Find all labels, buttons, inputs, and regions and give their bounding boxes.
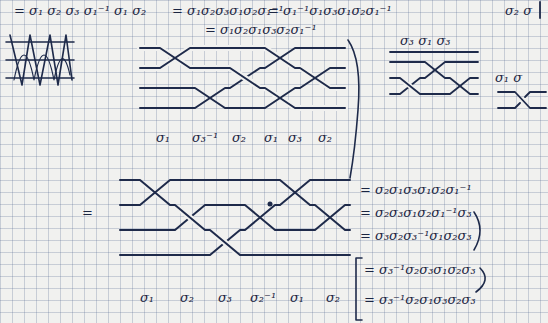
braid-fragment bbox=[498, 2, 546, 108]
bracket bbox=[348, 40, 485, 320]
braid-word: σ₂ σ bbox=[505, 3, 532, 18]
braid-word: σ₂ bbox=[232, 130, 246, 145]
scribble-braid bbox=[6, 35, 74, 85]
braid-word: = σ₂σ₃σ₁σ₂σ₁⁻¹σ₃ bbox=[360, 205, 472, 220]
braid-word: = σ₃⁻¹σ₂σ₃σ₁σ₂σ₃ bbox=[364, 262, 476, 277]
braid-small bbox=[390, 52, 478, 94]
braid-word: = bbox=[82, 205, 93, 220]
braid-word: σ₁ σ bbox=[495, 70, 522, 85]
braid-word: σ₁ bbox=[264, 130, 278, 145]
braid-word: σ₂ bbox=[318, 130, 332, 145]
braid-word: = σ₁σ₂σ₃σ₁σ₂σ₁⁻¹ bbox=[172, 3, 284, 18]
braid-word: = σ₁σ₂σ₁σ₃σ₂σ₁⁻¹ bbox=[205, 22, 317, 37]
braid-word: σ₁ bbox=[156, 130, 170, 145]
braid-word: = σ₃⁻¹σ₂σ₁σ₃σ₂σ₃ bbox=[364, 292, 476, 307]
braid-word: σ₂ bbox=[180, 290, 194, 305]
braid-word: σ₃⁻¹ bbox=[192, 130, 218, 145]
braid-word: σ₃ bbox=[288, 130, 302, 145]
braid-word: σ₂ bbox=[326, 290, 340, 305]
braid-word: σ₁ bbox=[140, 290, 154, 305]
braid-bottom bbox=[120, 180, 350, 255]
braid-word: σ₁ bbox=[290, 290, 304, 305]
braid-word: σ₂⁻¹ bbox=[250, 290, 276, 305]
braid-word: = σ₁⁻¹σ₁σ₃σ₁σ₂σ₁⁻¹ bbox=[268, 3, 392, 18]
braid-word: σ₃ bbox=[218, 290, 232, 305]
braid-word: = σ₁ σ₂ σ₃ σ₁⁻¹ σ₁ σ₂ bbox=[14, 3, 146, 18]
braid-middle bbox=[140, 48, 345, 108]
braid-word: σ₃ σ₁ σ₃ bbox=[400, 33, 451, 48]
braid-word: = σ₃σ₂σ₃⁻¹σ₁σ₂σ₃ bbox=[360, 228, 472, 243]
braid-word: = σ₂σ₁σ₃σ₁σ₂σ₁⁻¹ bbox=[360, 182, 472, 197]
